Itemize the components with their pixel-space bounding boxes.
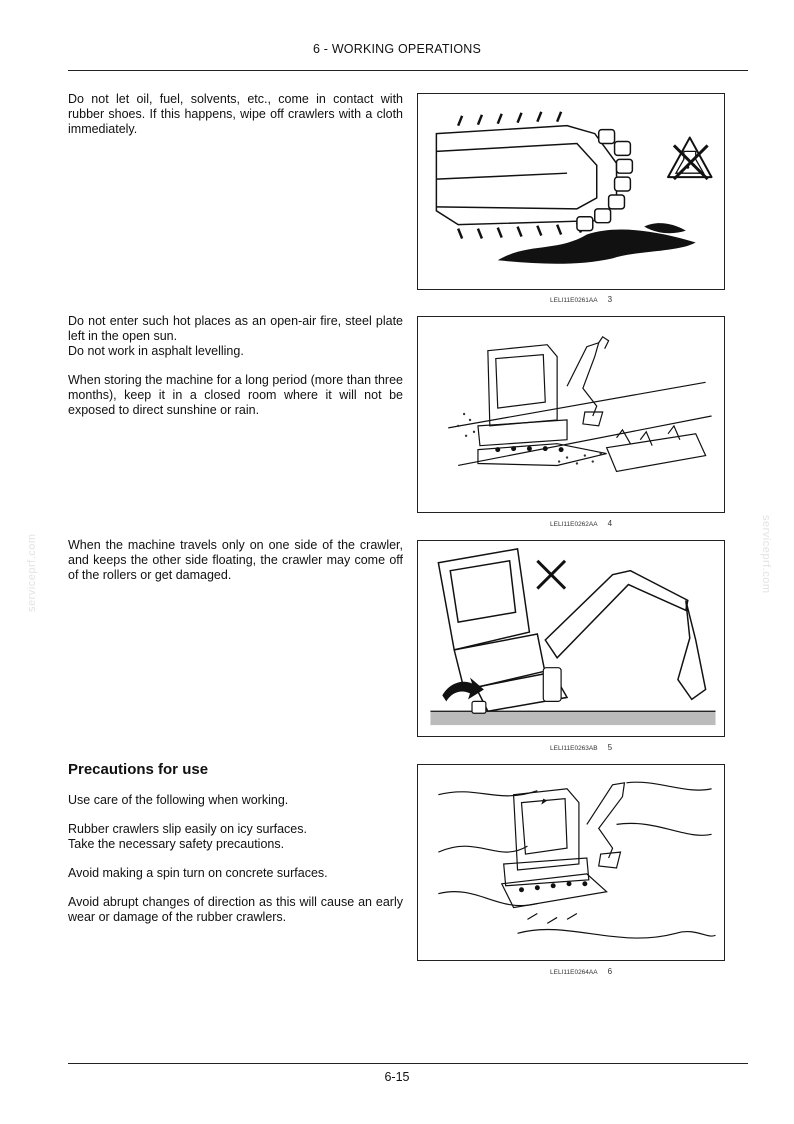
crawler-oil-illustration (435, 111, 713, 264)
paragraph: Use care of the following when working. (68, 793, 289, 807)
watermark-right: serviceprf.com (760, 515, 772, 594)
page-number: 6-15 (384, 1070, 410, 1084)
paragraph: Do not let oil, fuel, solvents, etc., co… (68, 92, 403, 136)
figure-6-caption: LELI11E0264AA 6 (550, 967, 612, 976)
figure-code: LELI11E0261AA (550, 297, 598, 304)
paragraph: Do not enter such hot places as an open-… (68, 314, 403, 358)
figure-4-illustration (417, 316, 725, 513)
footer-rule (68, 1063, 748, 1064)
figure-code: LELI11E0263AB (550, 745, 598, 752)
excavator-tilted-crawler-illustration (430, 548, 716, 726)
section-3-text: When the machine travels only on one sid… (68, 538, 403, 597)
prohibited-x-icon (536, 559, 567, 590)
section-4-text: Use care of the following when working. … (68, 793, 403, 939)
figure-6-illustration (417, 764, 725, 961)
figure-number: 4 (607, 519, 613, 528)
paragraph: Avoid abrupt changes of direction as thi… (68, 895, 403, 924)
figure-3-illustration (417, 93, 725, 290)
paragraph: Rubber crawlers slip easily on icy surfa… (68, 822, 307, 851)
figure-code: LELI11E0264AA (550, 969, 598, 976)
section-heading-precautions: Precautions for use (68, 761, 209, 778)
figure-5-illustration (417, 540, 725, 737)
page-header-title: 6 - WORKING OPERATIONS (312, 42, 482, 56)
figure-3-caption: LELI11E0261AA 3 (550, 295, 612, 304)
excavator-icy-slope-illustration (438, 781, 716, 939)
section-1-text: Do not let oil, fuel, solvents, etc., co… (68, 92, 403, 151)
header-rule (68, 70, 748, 71)
figure-5-caption: LELI11E0263AB 5 (550, 743, 612, 752)
figure-number: 5 (607, 743, 613, 752)
paragraph: When the machine travels only on one sid… (68, 538, 403, 582)
watermark-left: serviceprf.com (26, 533, 38, 612)
figure-code: LELI11E0262AA (550, 521, 598, 528)
figure-number: 6 (607, 967, 613, 976)
figure-number: 3 (607, 295, 613, 304)
paragraph: When storing the machine for a long peri… (68, 373, 403, 417)
section-2-text: Do not enter such hot places as an open-… (68, 314, 403, 432)
paragraph: Avoid making a spin turn on concrete sur… (68, 866, 328, 880)
figure-4-caption: LELI11E0262AA 4 (550, 519, 612, 528)
excavator-hot-surface-illustration (448, 335, 712, 473)
no-solvent-warning-icon (667, 136, 713, 181)
